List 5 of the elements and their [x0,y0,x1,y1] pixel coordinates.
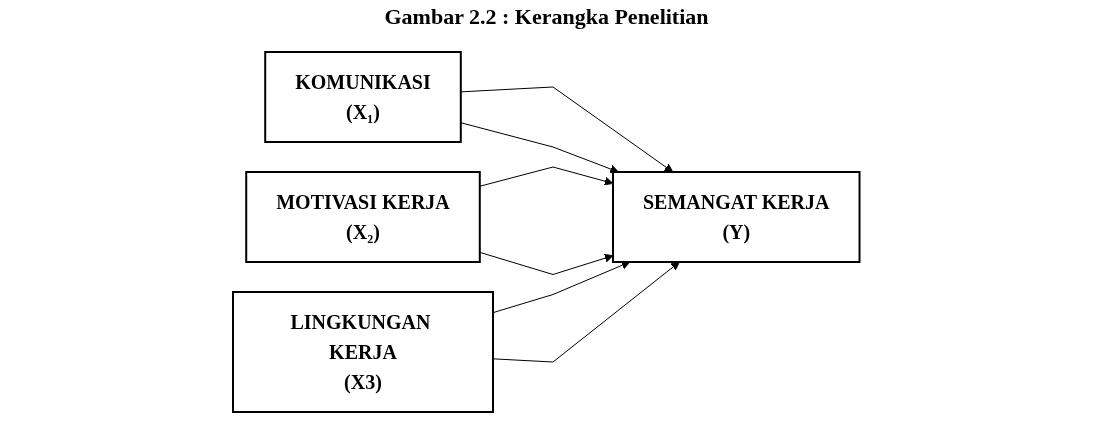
node-box: SEMANGAT KERJA (Y) [612,171,861,263]
diagram-title: Gambar 2.2 : Kerangka Penelitian [384,4,709,30]
node-box: LINGKUNGAN KERJA (X3) [232,291,495,413]
node-box: MOTIVASI KERJA (X₂) [245,171,481,263]
node-box: KOMUNIKASI (X₁) [264,51,462,143]
